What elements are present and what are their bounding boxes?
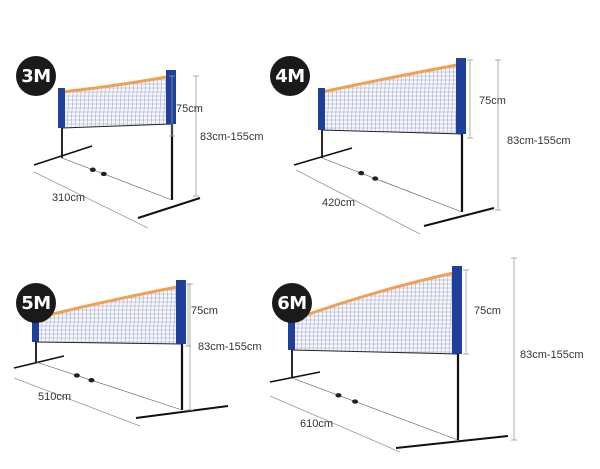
net-left-panel-6m (288, 316, 295, 350)
net-left-panel-4m (318, 88, 325, 130)
ground-weight-4m (372, 176, 379, 181)
net-top-band-4m (321, 62, 463, 94)
right-foot-6m (395, 435, 509, 449)
ground-weight-5m (88, 378, 95, 383)
size-badge-5m: 5M (16, 283, 56, 323)
length-label-4m: 420cm (322, 197, 356, 209)
left-foot-6m (269, 371, 321, 383)
length-label-3m: 310cm (52, 192, 86, 204)
net-top-band-3m (61, 74, 173, 94)
total-height-label-4m: 83cm-155cm (507, 135, 571, 147)
net-height-label-4m: 75cm (479, 95, 506, 107)
net-height-label-5m: 75cm (191, 305, 218, 317)
net-mesh-4m (322, 64, 462, 134)
ground-weight-6m (352, 399, 359, 404)
net-top-band-5m (35, 284, 183, 320)
ground-weight-3m (89, 167, 96, 172)
right-foot-5m (135, 405, 229, 419)
left-foot-5m (13, 355, 65, 369)
right-foot-4m (423, 207, 495, 227)
length-label-6m: 610cm (300, 418, 334, 430)
ground-weight-3m (100, 171, 107, 177)
net-height-label-3m: 75cm (176, 103, 203, 115)
ground-weight-4m (358, 170, 365, 176)
size-badge-6m: 6M (272, 283, 312, 323)
total-height-label-5m: 83cm-155cm (198, 341, 262, 353)
net-height-label-6m: 75cm (474, 305, 501, 317)
net-top-band-6m (291, 270, 459, 322)
net-right-panel-4m (456, 58, 466, 134)
net-bottom-edge-4m (321, 129, 463, 135)
ground-line-5m (35, 361, 183, 411)
ground-weight-6m (335, 393, 342, 398)
net-bottom-edge-5m (35, 341, 183, 345)
size-badge-4m: 4M (270, 56, 310, 96)
dim-length-6m (269, 395, 401, 453)
dim-length-3m (33, 171, 149, 229)
net-mesh-6m (292, 272, 458, 354)
net-bottom-edge-3m (61, 123, 173, 129)
net-right-panel-3m (166, 70, 176, 124)
ground-weight-5m (73, 373, 80, 378)
net-left-panel-3m (58, 88, 65, 128)
ground-line-4m (321, 157, 463, 213)
size-badge-3m: 3M (16, 56, 56, 96)
ground-line-3m (61, 157, 173, 201)
net-bottom-edge-6m (291, 349, 459, 355)
length-label-5m: 510cm (38, 391, 72, 403)
left-foot-3m (33, 145, 93, 166)
left-foot-4m (293, 147, 353, 166)
right-foot-3m (137, 197, 201, 219)
net-right-panel-5m (176, 280, 186, 344)
net-left-panel-5m (32, 314, 39, 342)
total-height-label-3m: 83cm-155cm (200, 131, 264, 143)
total-height-label-6m: 83cm-155cm (520, 349, 584, 361)
net-mesh-5m (36, 286, 182, 344)
dim-length-5m (13, 377, 141, 427)
net-right-panel-6m (452, 266, 462, 354)
dim-length-4m (295, 169, 421, 235)
ground-line-6m (291, 377, 459, 441)
